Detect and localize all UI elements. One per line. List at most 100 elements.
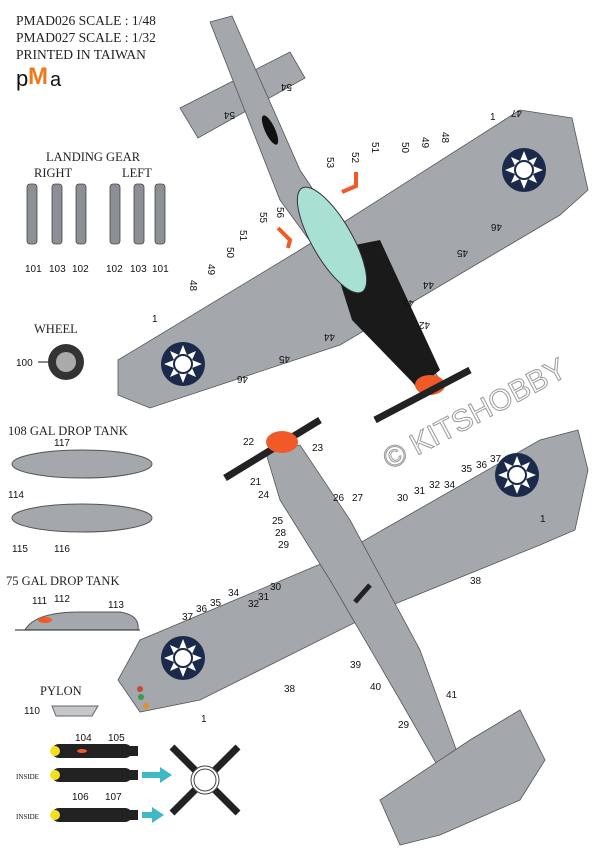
bottom-view-callouts: 22 23 21 24 26 27 30 31 32 34 35 36 37 1… [182,437,546,731]
callout: 48 [187,280,198,292]
drop-tank-108 [11,449,153,533]
callout: 49 [419,137,430,149]
callout: 38 [470,576,482,587]
prop-blades [50,744,138,822]
callout: 49 [205,264,216,276]
callout: 53 [324,157,335,169]
gear-number: 103 [130,264,147,275]
roundel-bottom-right [494,452,540,498]
inside-label: INSIDE [16,773,39,781]
callout: 51 [237,230,248,242]
callout: 35 [461,464,473,475]
callout: 36 [196,604,208,615]
prop-number: 106 [72,792,89,803]
wheel-part [38,344,84,380]
callout: 32 [429,480,441,491]
gear-number: 103 [49,264,66,275]
canopy [296,186,368,294]
pylon-part [51,705,99,717]
callout: 38 [284,684,296,695]
callout: 51 [369,142,380,154]
light-amber [143,703,149,709]
gear-number: 102 [72,264,89,275]
callout: 31 [258,592,270,603]
callout: 32 [248,599,260,610]
wheel-title: WHEEL [34,322,78,336]
callout: 44 [422,279,434,290]
callout: 29 [278,540,290,551]
tank-number: 116 [54,544,70,555]
spinner-orange [266,431,298,453]
svg-text:a: a [50,69,62,91]
tank-number: 114 [8,490,24,501]
callout: 31 [414,486,426,497]
callout: 30 [397,493,409,504]
roundel-right-wing [501,147,547,193]
tank-number: 117 [54,438,70,449]
callout: 1 [490,112,496,123]
drop-tank-75 [15,611,140,631]
callout: 56 [274,207,285,219]
callout: 54 [223,109,235,120]
tank-number: 112 [54,594,70,605]
callout: 36 [476,460,488,471]
inside-label: INSIDE [16,813,39,821]
printed-in: PRINTED IN TAIWAN [16,47,146,62]
callout: 44 [323,331,335,342]
scale-line-2: PMAD027 SCALE : 1/32 [16,30,156,45]
gear-number: 102 [106,264,123,275]
drop-tank-108-title: 108 GAL DROP TANK [8,424,128,438]
right-label: RIGHT [34,166,73,180]
scale-line-1: PMAD026 SCALE : 1/48 [16,13,156,28]
callout: 1 [152,314,158,325]
callout: 1 [540,514,546,525]
landing-gear-parts [26,183,166,245]
bottom-stabilizer [379,709,546,846]
callout: 24 [258,490,270,501]
callout: 25 [272,516,284,527]
anti-glare-panel [261,115,279,145]
orange-stripe [341,172,358,194]
callout: 23 [312,443,324,454]
light-green [138,694,144,700]
wheel-number: 100 [16,358,33,369]
drop-tank-75-title: 75 GAL DROP TANK [6,574,120,588]
callout: 40 [370,682,382,693]
svg-text:p: p [16,66,28,91]
callout: 46 [236,373,248,384]
callout: 48 [439,132,450,144]
callout: 42 [418,319,430,330]
callout: 34 [444,480,456,491]
callout: 1 [201,714,207,725]
callout: 26 [333,493,345,504]
callout: 37 [182,612,194,623]
propeller-blade [373,366,472,424]
header-text: PMAD026 SCALE : 1/48 PMAD027 SCALE : 1/3… [16,12,156,63]
gear-number: 101 [152,264,169,275]
left-label: LEFT [122,166,152,180]
callout: 29 [398,720,410,731]
callout: 39 [350,660,362,671]
callout: 34 [228,588,240,599]
top-view-aircraft [117,15,589,424]
roundel-bottom-left [160,635,206,681]
landing-gear-title: LANDING GEAR [46,150,141,164]
light-red [137,686,143,692]
callout: 27 [352,493,364,504]
callout: 43 [402,297,414,308]
callout: 47 [510,107,522,118]
callout: 50 [399,142,410,154]
callout: 50 [224,247,235,259]
gear-number: 101 [25,264,42,275]
callout: 21 [250,477,262,488]
tank-number: 111 [32,596,48,607]
prop-number: 104 [75,733,92,744]
callout: 54 [280,81,292,92]
callout: 41 [446,690,458,701]
callout: 52 [349,152,360,164]
bottom-view-aircraft [117,417,589,846]
svg-text:M: M [28,63,48,90]
callout: 45 [278,353,290,364]
propeller-assembly [169,744,241,816]
